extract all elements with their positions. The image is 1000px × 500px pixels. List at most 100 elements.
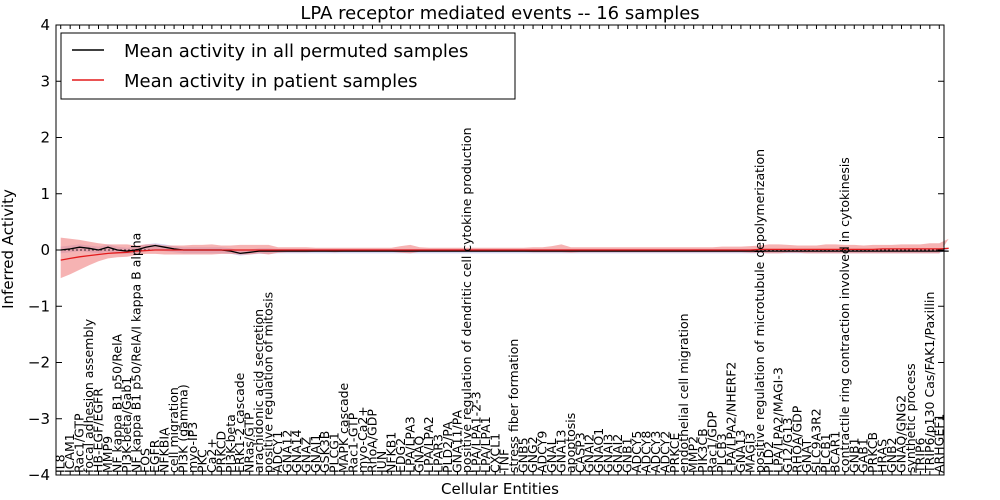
x-tick-label: ADCY2 [657,431,672,473]
x-tick-label: SLC9A3R2 [809,408,824,473]
x-tick-label: PRKCB [865,432,880,473]
y-tick-label: 2 [40,129,50,147]
x-tick-label: stress fiber formation [506,339,521,473]
x-tick-label: PRKCE [667,433,682,473]
x-tick-label: LPA/LPA2/NHERF2 [723,362,738,473]
x-tick-label: apoptosis [563,413,578,473]
y-tick-label: 0 [40,241,50,259]
x-tick-label: PIK3CB [695,428,710,473]
x-tick-label: synthetic process [903,363,918,473]
x-tick-label: positive regulation of mitosis [261,292,276,473]
x-tick-label: GNB1 [846,437,861,473]
x-tick-label: GNAI2 [582,434,597,473]
x-tick-label: LPA/LPA3 [402,416,417,473]
patient-mean-line [60,247,949,261]
x-tick-label: HRAS [875,439,890,473]
patient-confidence-band [60,237,949,279]
x-tick-label: GNAI3 [601,434,616,473]
x-tick-label: positive regulation of microtubule depol… [752,149,767,473]
x-tick-label: LPA/LPA2/MAGI-3 [771,367,786,473]
x-tick-label: EGFR [147,439,162,473]
x-tick-label: G12/G13 [780,418,795,473]
x-tick-label: CXCL1 [487,433,502,473]
x-tick-label: PKC [194,449,209,473]
x-tick-label: GNB2 [884,437,899,473]
x-tick-label: GNB1 [620,437,635,473]
legend-box [60,32,516,100]
x-tick-label: Rac1-GTP [346,412,361,473]
x-tick-label: TRIP6 [912,437,927,474]
y-tick-label: −2 [28,354,50,372]
x-tick-label: TRIP6/p130 Cas/FAK1/Paxillin [922,292,937,474]
x-tick-label: JUN [374,451,389,474]
legend-label-patient: Mean activity in patient samples [124,71,418,92]
x-tick-label: Rac1/GTP [72,413,87,473]
x-tick-label: PI3K-beta/Gab1 [119,377,134,473]
x-tick-label: IL8 [53,454,68,473]
x-tick-label: ADCY3 [648,431,663,473]
x-tick-label: ADCY1 [270,431,285,473]
x-tick-label: LPA/LPA1-2-3 [468,391,483,473]
x-tick-label: EDG2 [393,438,408,473]
x-tick-label: PI3K (gamma) [176,384,191,473]
y-tick-label: −1 [28,297,50,315]
x-tick-label: GSK3B [317,431,332,473]
y-axis-label: Inferred Activity [0,189,17,309]
x-tick-label: GNAT [799,438,814,473]
x-tick-label: RhoA/GDP [365,409,380,473]
legend: Mean activity in all permuted samples Me… [60,32,516,100]
x-tick-label: PLD2/PA [440,421,455,473]
x-tick-label: endothelial cell migration [676,313,691,473]
x-tick-label: PRKCD [213,431,228,473]
x-tick-label: NFKB1 [383,432,398,473]
x-tick-label: RHOA/GDP [790,405,805,473]
x-axis-label: Cellular Entities [441,480,559,498]
x-tick-label: PLCG1 [327,432,342,473]
y-tick-label: 3 [40,72,50,90]
x-tick-label: myo-Ca2+ [355,406,370,473]
x-tick-label: myo-IP3 [185,422,200,473]
x-tick-label: GNA14 [289,429,304,473]
x-tick-label: NF kappa B1 p50/RelA/I kappa B alpha [128,233,143,473]
x-tick-label: GNAI1 [308,434,323,473]
x-tick-label: cell migration [166,387,181,473]
x-tick-label: LPA/LPA2 [421,416,436,473]
x-tick-label: ADCY5 [629,431,644,473]
y-tick-label: −3 [28,410,50,428]
chart-title: LPA receptor mediated events -- 16 sampl… [300,3,699,24]
x-tick-label: HB-EGF/EGFR [91,388,106,473]
x-tick-label: ICAM1 [62,433,77,473]
x-tick-label: GNG2 [525,436,540,473]
x-tick-label: GNAZ [298,437,313,473]
x-tick-label: GAB1 [856,438,871,473]
x-tick-label: PI3K-beta [223,414,238,473]
x-tick-label: GNAO1 [591,428,606,473]
y-tick-label: −4 [28,466,50,484]
plot-area [56,237,949,279]
x-tick-label: CASP3 [572,432,587,473]
x-tick-label: Ca2+ [204,438,219,473]
x-tick-label: ARHGEF1 [931,414,946,473]
x-tick-label: MMP2 [686,436,701,473]
x-tick-label: NF kappa B1 p50/RelA [109,333,124,473]
x-tick-label: GNAL [544,438,559,473]
x-tick-label: MAPK cascade [336,382,351,473]
x-tick-label: LPAR3 [431,434,446,473]
legend-label-permuted: Mean activity in all permuted samples [124,41,468,62]
x-tick-label: MMP9 [100,436,115,473]
x-tick-label: GNAI2 [610,434,625,473]
x-tick-label: BCAR1 [827,431,842,473]
x-tick-label: arachidonic acid secretion [251,309,266,473]
x-tick-label: PLCB1 [818,433,833,473]
x-tick-label: TNF [497,449,512,474]
x-tick-label: ERK1-2 cascade [232,372,247,473]
x-tick-label: MAGI3 [742,433,757,473]
y-tick-label: 1 [40,185,50,203]
x-tick-label: GNAQ [412,436,427,473]
x-tick-label: GNAQ/GNG2 [894,395,909,473]
x-tick-label: contractile ring contraction involved in… [837,157,852,473]
x-tick-label: positive regulation of dendritic cell cy… [459,127,474,473]
